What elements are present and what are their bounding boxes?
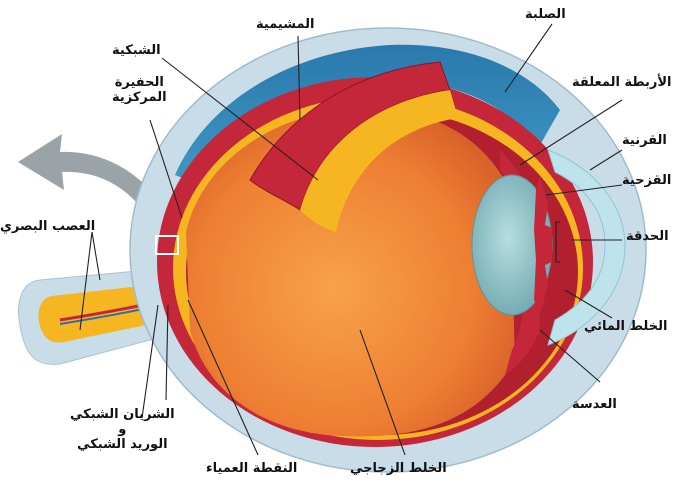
label-lens: العدسة	[572, 398, 617, 413]
label-choroid: المشيمية	[256, 18, 315, 33]
label-retinal-artery: الشريان الشبكي	[70, 408, 175, 423]
label-retinal-vessels: الشريان الشبكي و الوريد الشبكي	[70, 408, 175, 453]
label-blind-spot: النقطة العمياء	[206, 462, 297, 477]
label-fovea-line2: المركزية	[112, 91, 167, 106]
label-vitreous-humor: الخلط الزجاجي	[350, 462, 447, 477]
label-iris: القزحية	[622, 174, 671, 189]
label-retinal-vein: الوريد الشبكي	[70, 438, 175, 453]
label-fovea: الحفيرة المركزية	[112, 76, 167, 106]
label-sclera: الصلبة	[525, 8, 566, 23]
label-aqueous-humor: الخلط المائي	[584, 320, 667, 335]
label-pupil: الحدقة	[626, 230, 669, 245]
label-optic-nerve: العصب البصري	[0, 220, 95, 235]
label-retina: الشبكية	[112, 44, 161, 59]
label-fovea-line1: الحفيرة	[112, 76, 167, 91]
label-and: و	[70, 423, 175, 438]
label-suspensory-ligaments: الأربطة المعلقة	[572, 76, 672, 91]
label-cornea: القرنية	[622, 134, 667, 149]
